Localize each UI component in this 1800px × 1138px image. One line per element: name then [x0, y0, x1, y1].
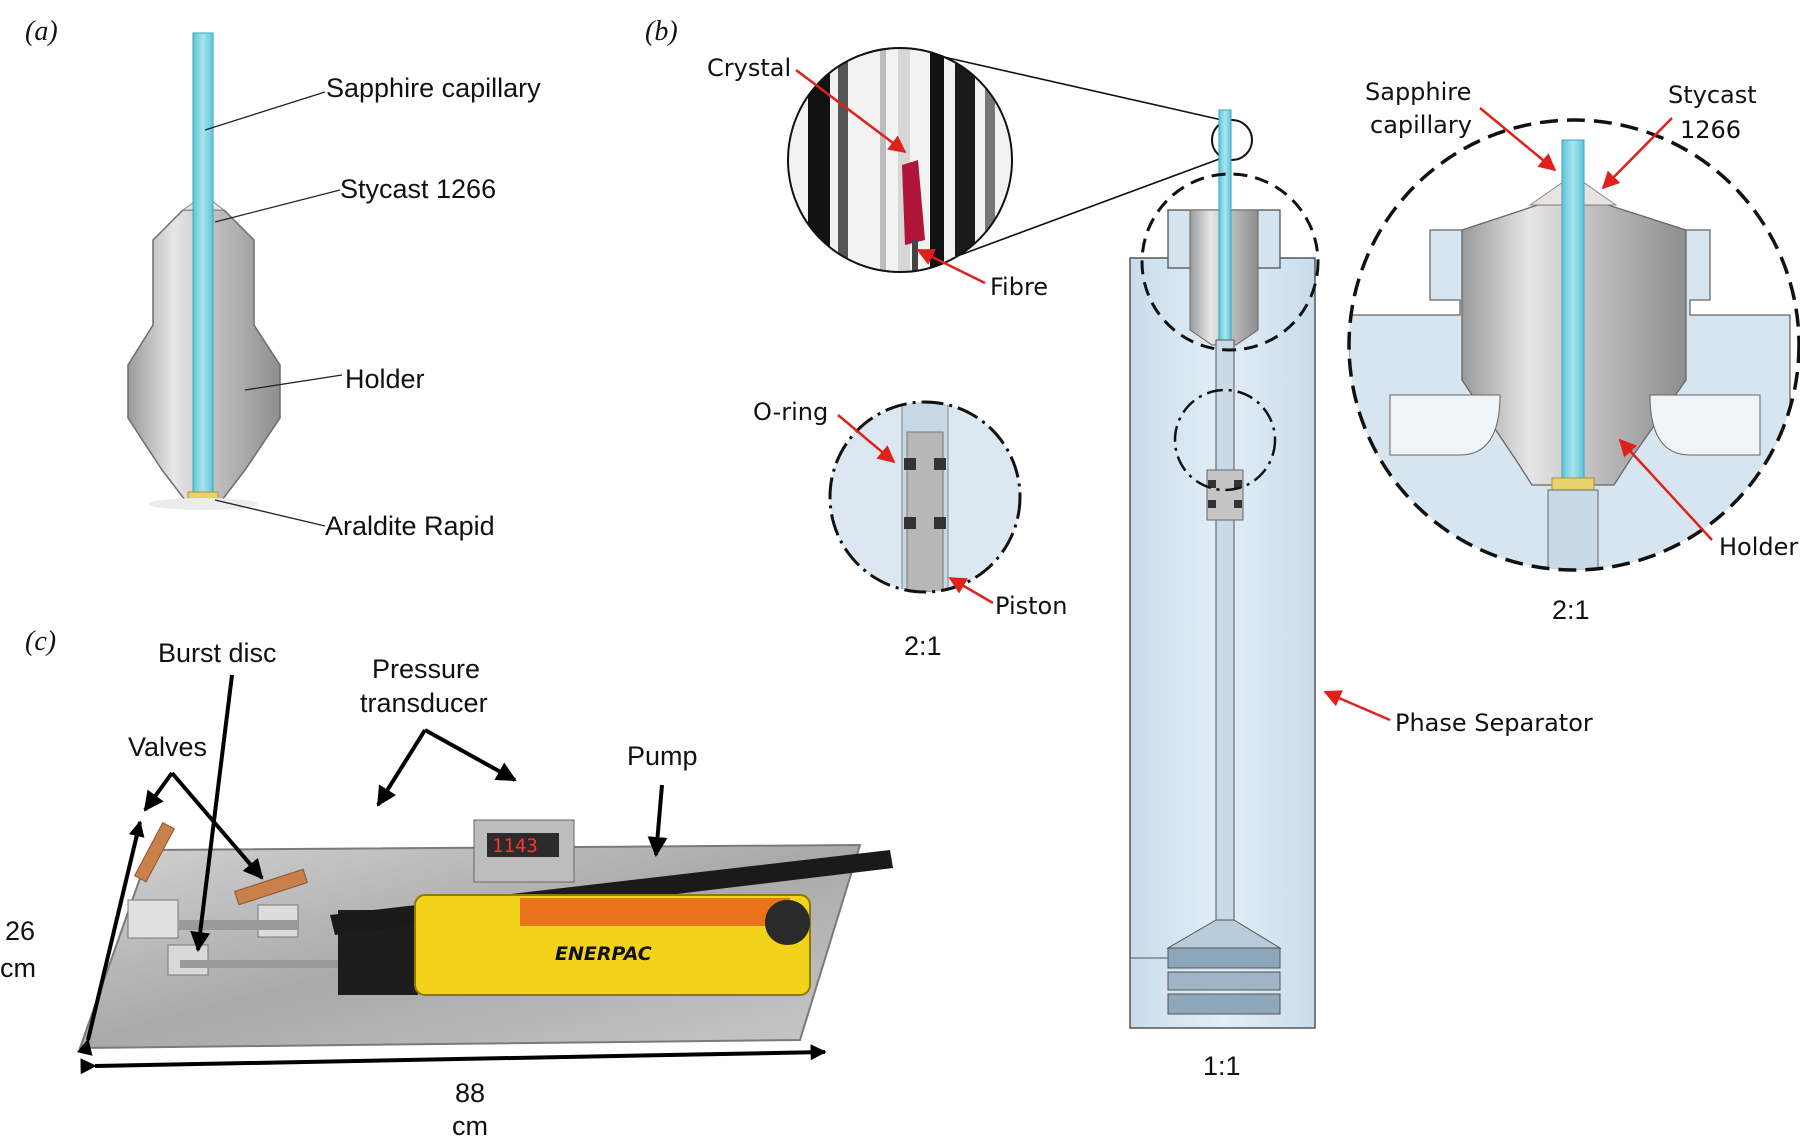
- label-valves: Valves: [128, 732, 207, 762]
- leader-araldite: [214, 499, 326, 527]
- arrow-stycast: [1601, 117, 1673, 190]
- arrow-fibre: [916, 248, 986, 285]
- phase-separator: [1129, 109, 1316, 1029]
- label-stycast: Stycast 1266: [340, 174, 496, 204]
- label-sapphire-capillary: Sapphire capillary: [326, 73, 541, 103]
- pressure-readout: 1143: [492, 835, 538, 857]
- pump-warning-label: [520, 898, 790, 926]
- label-pressure-line2: transducer: [360, 688, 488, 718]
- arrow-piston: [948, 576, 994, 605]
- label-pressure-line1: Pressure: [372, 654, 480, 684]
- arrow-phase-separator: [1323, 690, 1391, 722]
- pump-brand-text: ENERPAC: [555, 943, 652, 965]
- crystal-sample: [902, 160, 925, 245]
- label-stycast-line2: 1266: [1680, 116, 1741, 144]
- label-araldite: Araldite Rapid: [325, 511, 495, 541]
- valve-block: [127, 899, 179, 939]
- arrow-pump: [647, 784, 668, 857]
- zoom-ring-holder: [1140, 172, 1320, 352]
- arrow-valves-left: [143, 771, 174, 812]
- zoom-line-bottom: [959, 157, 1223, 256]
- arrow-oring: [837, 414, 896, 464]
- label-oring: O-ring: [753, 398, 828, 426]
- dimension-height-unit: cm: [0, 953, 36, 983]
- dimension-width-value: 88: [455, 1078, 485, 1108]
- oring-seal: [904, 517, 916, 529]
- arrow-holder: [1618, 438, 1713, 541]
- holder-assembly-a: [127, 32, 281, 510]
- leader-holder: [244, 374, 343, 391]
- label-piston: Piston: [995, 592, 1067, 620]
- crystal-zoom-view: [787, 47, 1013, 273]
- zoom-line-top: [934, 54, 1223, 121]
- label-sapphire-line1: Sapphire: [1365, 78, 1471, 106]
- panel-label-b: (b): [645, 16, 678, 47]
- oring-zoom-view: [828, 400, 1022, 594]
- dimension-width-arrow: [80, 1044, 827, 1075]
- valve-handle: [233, 868, 309, 906]
- label-phase-separator: Phase Separator: [1395, 709, 1593, 737]
- holder-shadow: [148, 498, 258, 510]
- label-holder-b: Holder: [1719, 533, 1798, 561]
- sapphire-capillary: [192, 32, 214, 504]
- label-pump: Pump: [627, 741, 698, 771]
- label-holder: Holder: [345, 364, 425, 394]
- oring-seal: [904, 458, 916, 470]
- arrow-pressure-right: [424, 728, 517, 782]
- pump-rig-photo: ENERPAC 1143: [78, 819, 893, 1050]
- arrow-sapphire: [1479, 107, 1557, 172]
- panel-label-c: (c): [25, 626, 56, 657]
- label-crystal: Crystal: [707, 54, 791, 82]
- dimension-height-arrow: [76, 820, 145, 1056]
- label-sapphire-line2: capillary: [1370, 111, 1472, 139]
- scale-holder: 2:1: [1552, 595, 1590, 625]
- scale-full: 1:1: [1203, 1051, 1241, 1081]
- scale-oring: 2:1: [904, 631, 942, 661]
- holder-zoom-view: [1347, 118, 1800, 572]
- arrow-crystal: [795, 69, 907, 154]
- label-fibre: Fibre: [990, 273, 1048, 301]
- zoom-target-ring: [1211, 119, 1253, 161]
- arrow-burst-disc: [190, 674, 234, 952]
- dimension-height-value: 26: [5, 916, 35, 946]
- oring-seal: [934, 517, 946, 529]
- label-stycast-line1: Stycast: [1668, 81, 1757, 109]
- dimension-width-unit: cm: [452, 1111, 488, 1138]
- arrow-valves-right: [170, 771, 264, 880]
- panel-label-a: (a): [25, 16, 58, 47]
- leader-sapphire: [204, 91, 326, 131]
- zoom-ring-piston: [1173, 388, 1277, 492]
- leader-stycast: [214, 189, 341, 223]
- oring-seal: [934, 458, 946, 470]
- arrow-pressure-left: [376, 728, 427, 807]
- label-burst-disc: Burst disc: [158, 638, 277, 668]
